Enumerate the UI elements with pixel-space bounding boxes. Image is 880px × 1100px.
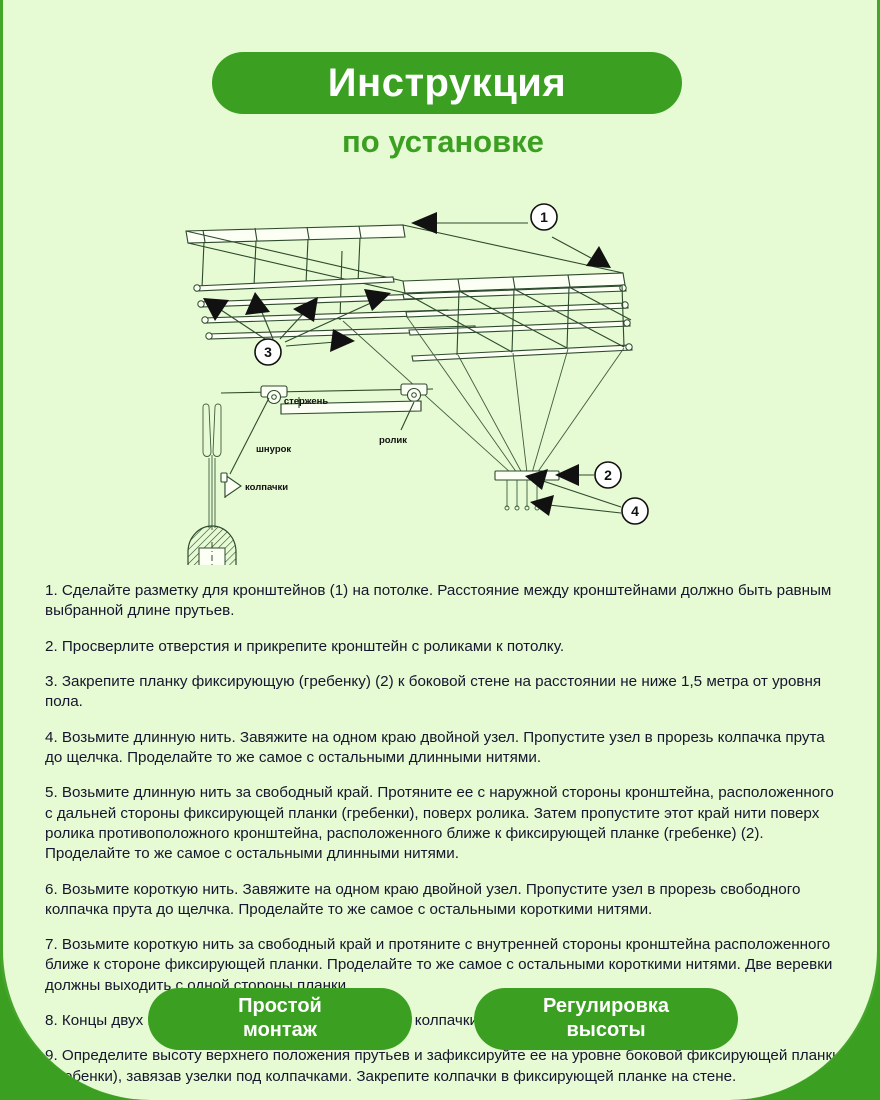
perspective-edges xyxy=(185,224,624,294)
badge-height-adjustment[interactable]: Регулировка высоты xyxy=(474,988,738,1050)
part-label-sterzhen: стержень xyxy=(284,396,329,407)
drying-rods-right xyxy=(402,284,633,362)
instruction-step: 5. Возьмите длинную нить за свободный кр… xyxy=(45,784,834,863)
part-label-rolik: ролик xyxy=(379,435,407,446)
badge-line-1: Простой xyxy=(238,995,322,1018)
callout-4-label: 4 xyxy=(631,503,639,519)
suspension-strings-right xyxy=(404,284,632,356)
suspension-strings-back xyxy=(201,237,361,321)
installation-diagram: .ln{stroke:#2d4a2d;stroke-width:1.1;fill… xyxy=(3,190,877,565)
part-label-shnurok: шнурок xyxy=(256,444,291,455)
feature-badges: Простой монтаж Регулировка высоты xyxy=(3,988,877,1050)
badge-line-2: монтаж xyxy=(243,1019,317,1041)
pulley-detail: стержень шнурок ролик колпачки xyxy=(187,383,434,565)
instruction-step: 3. Закрепите планку фиксирующую (гребенк… xyxy=(45,673,822,711)
instruction-step: 6. Возьмите короткую нить. Завяжите на о… xyxy=(45,880,801,918)
cords-to-cleat xyxy=(342,316,625,474)
callout-3-label: 3 xyxy=(264,344,272,360)
callout-2-label: 2 xyxy=(604,467,612,483)
page-title: Инструкция xyxy=(327,61,567,105)
instruction-step: 4. Возьмите длинную нить. Завяжите на од… xyxy=(45,728,825,767)
instruction-step: 9. Определите высоту верхнего положения … xyxy=(45,1047,841,1085)
ceiling-rail-back xyxy=(185,224,406,244)
instruction-step: 1. Сделайте разметку для кронштейнов (1)… xyxy=(45,582,832,620)
instruction-step: 2. Просверлите отверстия и прикрепите кр… xyxy=(45,637,565,655)
badge-line-2: высоты xyxy=(566,1019,646,1041)
callout-1-label: 1 xyxy=(540,209,548,225)
instruction-step: 7. Возьмите короткую нить за свободный к… xyxy=(45,936,833,994)
badge-line-1: Регулировка xyxy=(542,995,669,1018)
callout-arrows: 1 3 2 xyxy=(203,203,649,525)
page-title-pill: Инструкция xyxy=(212,52,682,114)
page-subtitle: по установке xyxy=(342,124,544,159)
badge-simple-mounting[interactable]: Простой монтаж xyxy=(148,988,412,1050)
weight-assembly xyxy=(187,403,237,565)
part-label-kolpachki: колпачки xyxy=(245,482,288,493)
